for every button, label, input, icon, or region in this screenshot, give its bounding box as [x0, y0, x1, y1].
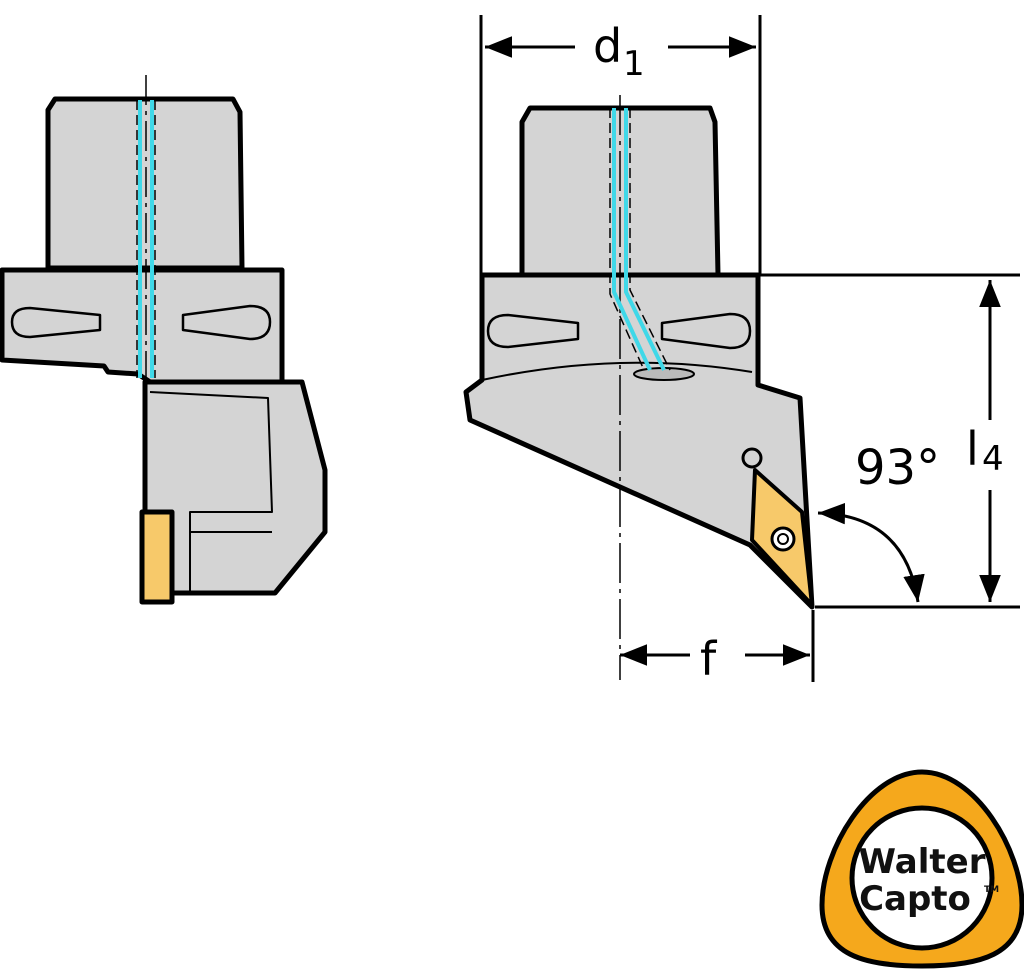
head-body: [463, 272, 815, 610]
angle-label: 93°: [855, 440, 940, 496]
dim-d1-subscript: 1: [623, 44, 645, 84]
capto-shank: [45, 96, 245, 271]
walter-capto-logo: Walter Capto TM: [819, 769, 1024, 969]
slot-left: [486, 313, 580, 349]
dimensions: [479, 15, 1020, 682]
dim-d1-label: d: [593, 19, 622, 73]
logo-line1: Walter: [859, 842, 986, 882]
slot-left: [10, 306, 102, 339]
slot-right: [660, 312, 752, 350]
front-view: [463, 95, 815, 680]
dim-l4-label: l: [966, 422, 979, 476]
slot-right: [181, 304, 272, 341]
insert: [139, 509, 175, 605]
dim-l4-subscript: 4: [982, 439, 1004, 479]
logo-line2: Capto: [859, 879, 971, 919]
logo-tm: TM: [984, 885, 999, 895]
dim-f-label: f: [700, 632, 718, 686]
side-view: [0, 75, 328, 605]
